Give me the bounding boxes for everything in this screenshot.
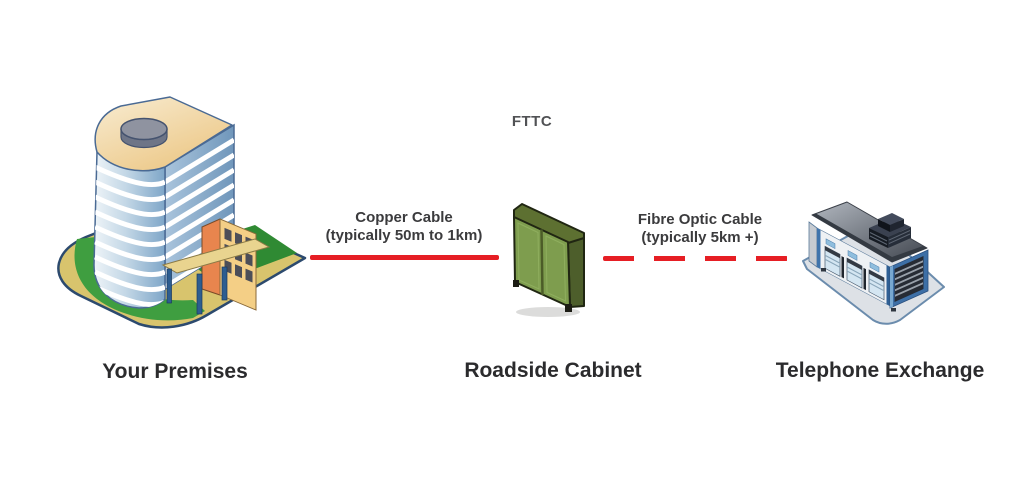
premises-building-icon (57, 96, 307, 329)
fibre-cable-line (603, 256, 788, 261)
diagram-title: FTTC (511, 113, 553, 130)
copper-cable-label: Copper Cable (typically 50m to 1km) (294, 209, 514, 245)
copper-cable-label-line2: (typically 50m to 1km) (325, 227, 483, 244)
telephone-exchange-icon (802, 201, 945, 325)
copper-cable-line (310, 255, 499, 260)
roadside-cabinet-icon (513, 203, 585, 317)
fibre-cable-label-line1: Fibre Optic Cable (637, 211, 763, 228)
fibre-cable-label: Fibre Optic Cable (typically 5km +) (590, 211, 810, 247)
cabinet-caption: Roadside Cabinet (464, 359, 642, 382)
premises-caption: Your Premises (102, 360, 248, 383)
exchange-caption: Telephone Exchange (775, 359, 985, 382)
copper-cable-label-line1: Copper Cable (355, 209, 453, 226)
fibre-cable-label-line2: (typically 5km +) (641, 229, 759, 246)
